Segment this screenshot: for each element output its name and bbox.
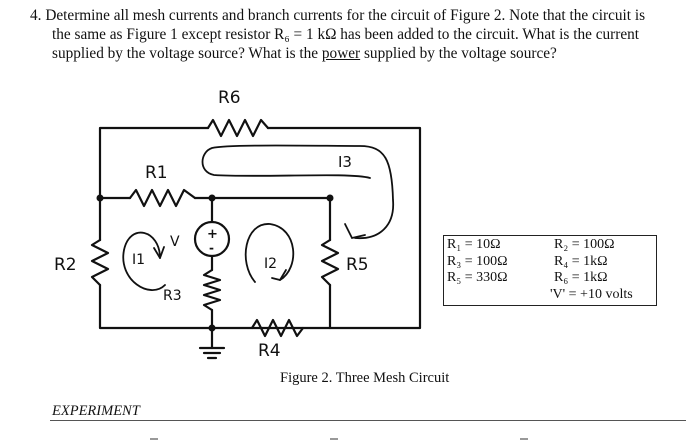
values-column-2: R₂ = 100Ω R₄ = 1kΩ R₆ = 1kΩ 'V' = +10 vo…	[550, 237, 633, 303]
label-r3: R3	[163, 288, 182, 304]
voltage-source	[193, 220, 231, 258]
problem-line-3-emphasis: power	[321, 45, 361, 62]
resistor-r6	[206, 118, 270, 138]
label-v: V	[170, 234, 180, 250]
value-r1: R₁ = 10Ω	[447, 237, 501, 252]
value-r2: R₂ = 100Ω	[554, 237, 615, 252]
mesh-loop-i2	[244, 223, 295, 283]
value-v: 'V' = +10 volts	[550, 286, 633, 302]
mesh-loop-i1-arrowhead	[153, 246, 165, 259]
label-i3: I3	[338, 153, 352, 171]
label-r5: R5	[346, 255, 369, 275]
section-divider	[50, 420, 686, 421]
label-r1: R1	[145, 163, 168, 183]
junction-dots	[96, 194, 334, 332]
value-r5: R₅ = 330Ω	[447, 270, 508, 285]
component-values-table: R₁ = 10Ω R₃ = 100Ω R₅ = 330Ω R₂ = 100Ω R…	[443, 235, 657, 306]
problem-line-3-pre: supplied by the voltage source? What is …	[52, 45, 322, 62]
resistor-r2	[90, 238, 110, 287]
source-minus-sign: -	[209, 241, 214, 255]
page-edge-mark	[330, 438, 338, 440]
mesh-loop-i3	[201, 144, 394, 239]
label-i2: I2	[264, 256, 277, 272]
mesh-loop-i1	[122, 231, 166, 291]
label-r6: R6	[218, 88, 241, 108]
problem-statement: 4. Determine all mesh currents and branc…	[30, 6, 692, 63]
value-r4: R₄ = 1kΩ	[554, 253, 608, 269]
resistor-r1	[128, 188, 197, 208]
page-edge-mark	[150, 438, 158, 440]
problem-line-1: Determine all mesh currents and branch c…	[45, 7, 646, 24]
mesh-loop-i2-arrowhead	[271, 269, 287, 281]
value-r6: R₆ = 1kΩ	[554, 270, 608, 285]
resistor-r5	[320, 238, 340, 287]
label-r4: R4	[258, 341, 281, 361]
wire-top	[98, 126, 422, 330]
value-r3: R₃ = 100Ω	[447, 253, 508, 269]
problem-line-3-post: supplied by the voltage source?	[360, 45, 557, 62]
resistor-r4	[250, 318, 305, 338]
values-column-1: R₁ = 10Ω R₃ = 100Ω R₅ = 330Ω	[447, 237, 508, 287]
ground-symbol	[198, 346, 226, 360]
problem-line-2: the same as Figure 1 except resistor R₆ …	[52, 26, 640, 43]
source-plus-sign: +	[207, 227, 218, 242]
problem-number: 4.	[30, 7, 42, 24]
label-r2: R2	[54, 255, 77, 275]
section-heading: EXPERIMENT	[52, 403, 140, 419]
resistor-r3	[202, 268, 222, 312]
mesh-loop-i3-tail	[344, 223, 366, 240]
figure-caption: Figure 2. Three Mesh Circuit	[280, 370, 450, 386]
label-i1: I1	[132, 252, 145, 268]
page-edge-mark	[520, 438, 528, 440]
